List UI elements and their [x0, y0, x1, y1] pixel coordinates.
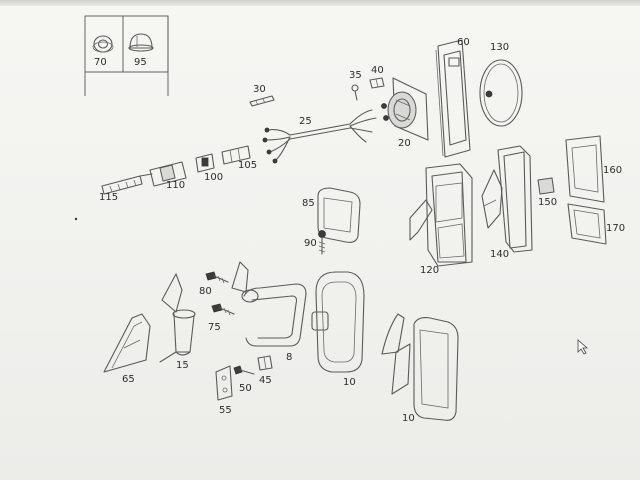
- part-105-plug[interactable]: [221, 145, 251, 165]
- callout-60: 60: [457, 37, 470, 48]
- callout-15: 15: [176, 360, 189, 371]
- part-160-mirror-glass[interactable]: [565, 135, 605, 203]
- callout-65: 65: [122, 374, 135, 385]
- callout-170: 170: [606, 223, 625, 234]
- callout-45: 45: [259, 375, 272, 386]
- part-20-mirror-motor[interactable]: [381, 77, 429, 141]
- callout-55: 55: [219, 405, 232, 416]
- part-120-mirror-frame[interactable]: [409, 163, 473, 267]
- part-35-screw[interactable]: [351, 84, 359, 101]
- stray-dot: [74, 217, 78, 221]
- callout-30: 30: [253, 84, 266, 95]
- part-95-cap[interactable]: [128, 33, 154, 52]
- part-100-socket[interactable]: [195, 153, 215, 173]
- part-140-mirror-arm-assembly[interactable]: [481, 145, 533, 253]
- callout-150: 150: [538, 197, 557, 208]
- part-75-screw[interactable]: [211, 303, 235, 316]
- part-70-grommet[interactable]: [92, 35, 114, 53]
- callout-90: 90: [304, 238, 317, 249]
- inset-box-70-95: [84, 15, 169, 96]
- part-30-clip[interactable]: [249, 95, 275, 107]
- part-80-screw[interactable]: [205, 271, 229, 284]
- callout-160: 160: [603, 165, 622, 176]
- part-130-round-mirror[interactable]: [479, 59, 523, 127]
- callout-8: 8: [286, 352, 292, 363]
- callout-75: 75: [208, 322, 221, 333]
- callout-80: 80: [199, 286, 212, 297]
- part-10-mirror-housing-right[interactable]: [381, 313, 459, 421]
- part-115-terminal-strip[interactable]: [101, 175, 143, 195]
- callout-100: 100: [204, 172, 223, 183]
- part-40-connector[interactable]: [369, 77, 385, 89]
- callout-50: 50: [239, 383, 252, 394]
- callout-labels: 70 95 60 130 30 35 40 25 20 105 100 110 …: [94, 37, 625, 424]
- part-50-screw[interactable]: [233, 365, 255, 375]
- part-150-clip[interactable]: [537, 177, 555, 195]
- callout-140: 140: [490, 249, 509, 260]
- part-55-plate[interactable]: [215, 365, 233, 401]
- callout-20: 20: [398, 138, 411, 149]
- callout-70: 70: [94, 57, 107, 68]
- part-65-arm-cover[interactable]: [103, 313, 151, 373]
- window-title-strip: [0, 0, 640, 6]
- part-90-bolt[interactable]: [318, 230, 326, 255]
- part-25-wiring-harness[interactable]: [262, 109, 377, 164]
- callout-115: 115: [99, 192, 118, 203]
- part-45-clip[interactable]: [257, 355, 273, 371]
- callout-35: 35: [349, 70, 362, 81]
- mouse-cursor-icon: [577, 339, 589, 355]
- callout-10-middle: 10: [343, 377, 356, 388]
- part-15-mirror-bracket[interactable]: [159, 273, 196, 363]
- callout-40: 40: [371, 65, 384, 76]
- callout-85: 85: [302, 198, 315, 209]
- callout-110: 110: [166, 180, 185, 191]
- part-110-housing[interactable]: [139, 161, 187, 187]
- callout-105: 105: [238, 160, 257, 171]
- callout-10-right: 10: [402, 413, 415, 424]
- callout-25: 25: [299, 116, 312, 127]
- part-8-mirror-arm[interactable]: [231, 261, 307, 347]
- callout-120: 120: [420, 265, 439, 276]
- callout-130: 130: [490, 42, 509, 53]
- part-10-mirror-housing-left[interactable]: [311, 271, 365, 373]
- part-170-wide-angle-glass[interactable]: [567, 203, 607, 245]
- callout-95: 95: [134, 57, 147, 68]
- part-60-mirror-base-plate[interactable]: [435, 39, 471, 158]
